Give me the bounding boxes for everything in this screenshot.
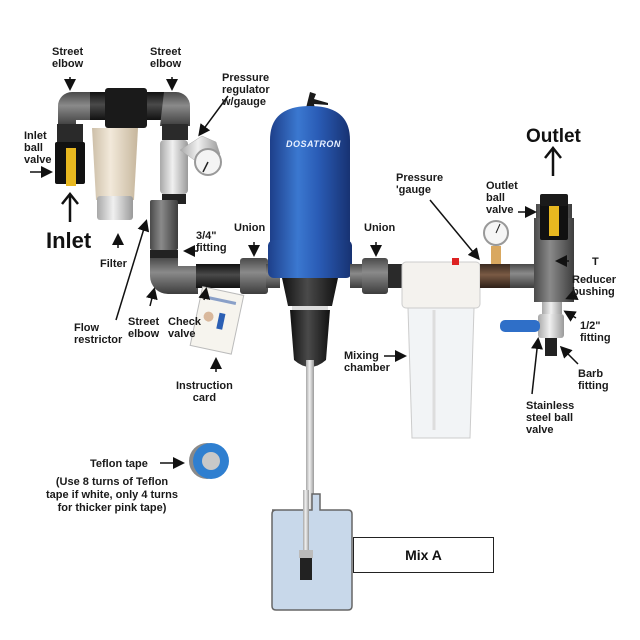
label-tee: T	[592, 256, 599, 268]
label-check-valve: Check valve	[168, 316, 202, 340]
label-mixing-chamber: Mixing chamber	[344, 350, 390, 374]
label-stainless-ball-valve: Stainless steel ball valve	[526, 400, 575, 436]
teflon-tape-note: (Use 8 turns of Teflon tape if white, on…	[46, 476, 179, 514]
label-pressure-gauge: Pressure 'gauge	[396, 172, 444, 196]
label-inlet-ball-valve: Inlet ball valve	[24, 130, 52, 166]
inlet-assembly	[55, 88, 280, 355]
mixing-chamber	[401, 258, 481, 439]
label-union-right: Union	[364, 222, 396, 234]
outlet-assembly	[480, 194, 574, 356]
label-pressure-regulator: Pressure regulator w/gauge	[222, 72, 270, 108]
concentrate-bottle	[271, 490, 353, 611]
label-union-left: Union	[234, 222, 266, 234]
label-filter: Filter	[100, 258, 127, 270]
label-inlet: Inlet	[46, 228, 92, 253]
label-teflon-tape: Teflon tape	[90, 458, 148, 470]
label-3-4-fitting: 3/4" fitting	[196, 230, 227, 254]
label-arrows	[30, 77, 579, 469]
label-street-elbow-bottom: Street elbow	[128, 316, 160, 340]
label-instruction-card: Instruction card	[176, 380, 233, 404]
mix-label-box: Mix A	[353, 537, 494, 573]
teflon-tape-icon	[189, 443, 229, 479]
label-1-2-fitting: 1/2" fitting	[580, 320, 611, 344]
label-street-elbow-right: Street elbow	[150, 46, 182, 70]
label-outlet-ball-valve: Outlet ball valve	[486, 180, 518, 216]
label-reducer-bushing: Reducer bushing	[572, 274, 617, 298]
flow-arrows	[61, 145, 562, 222]
label-barb-fitting: Barb fitting	[578, 368, 609, 392]
label-street-elbow-left: Street elbow	[52, 46, 84, 70]
label-flow-restrictor: Flow restrictor	[74, 322, 123, 346]
dosatron-pump	[268, 92, 402, 510]
dosatron-brand-logo: DOSATRON	[286, 139, 341, 149]
label-outlet: Outlet	[526, 126, 581, 147]
